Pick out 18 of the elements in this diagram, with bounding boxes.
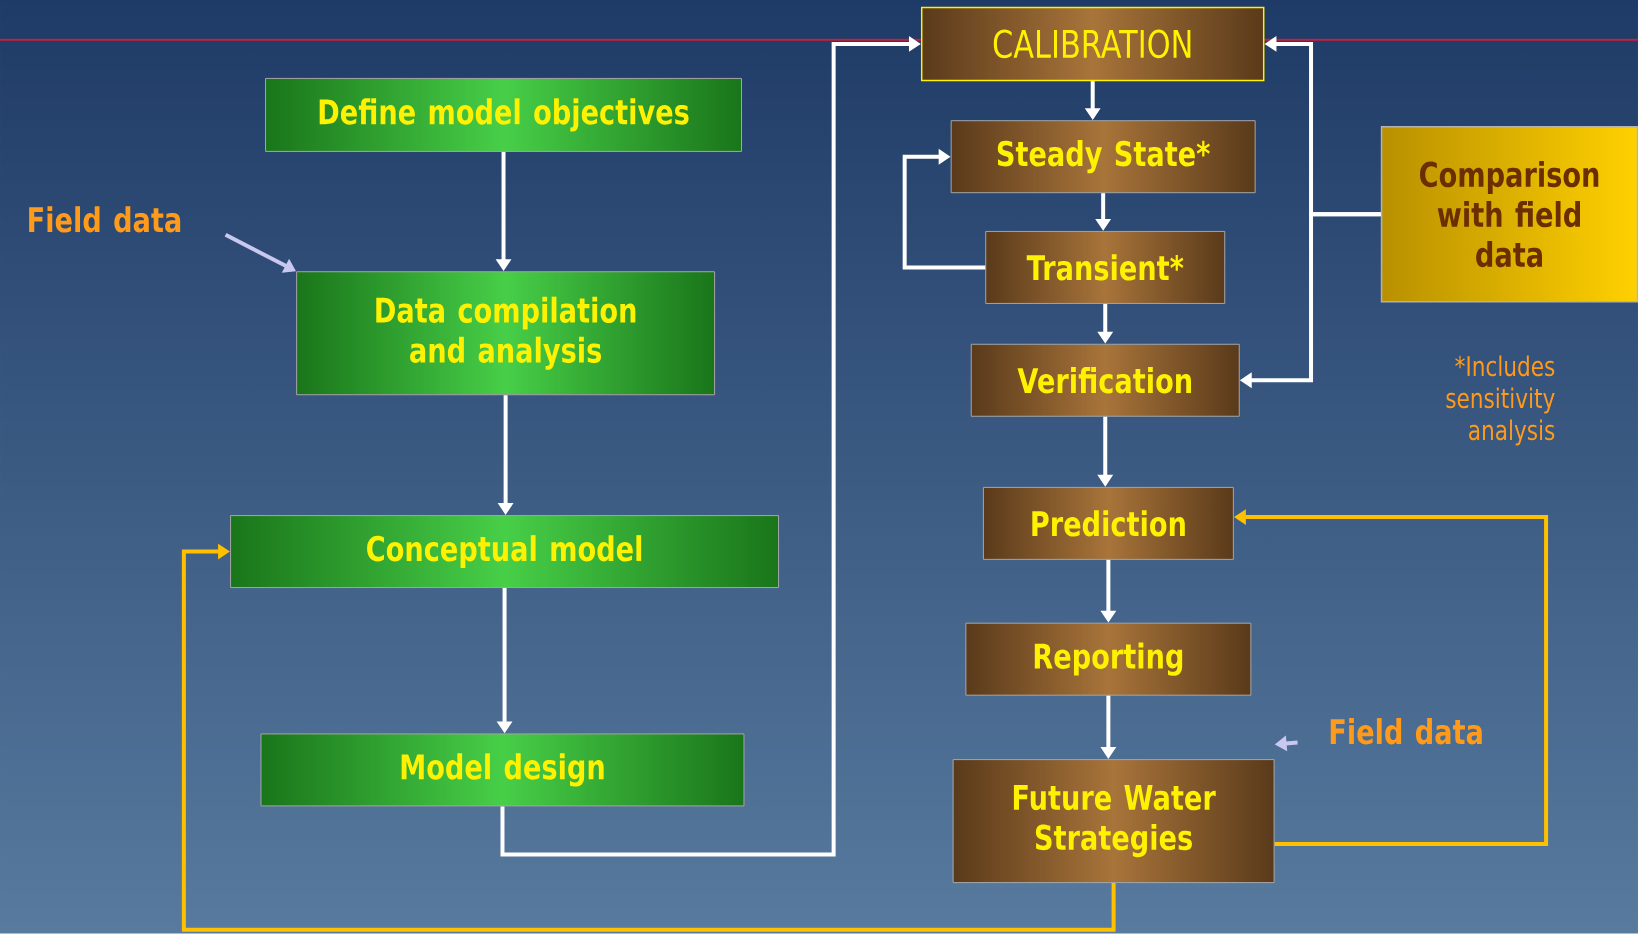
process-box: Future Water Strategies <box>952 759 1275 884</box>
process-box: Steady State* <box>950 120 1256 194</box>
process-box: Verification <box>970 343 1240 417</box>
process-box: Reporting <box>965 622 1252 696</box>
field-data-text: Field data <box>1330 718 1482 745</box>
arrow <box>902 148 986 270</box>
field-data-text: Field data <box>29 206 181 233</box>
arrow <box>181 543 1116 932</box>
arrow <box>224 233 296 273</box>
process-box: Model design <box>260 733 745 807</box>
process-box: Prediction <box>982 486 1234 560</box>
process-box: Transient* <box>985 231 1226 304</box>
comparison-box: Comparison with field data <box>1380 125 1638 303</box>
note-text: *Includes sensitivity analysis <box>1446 355 1555 446</box>
process-box: Define model objectives <box>265 77 742 152</box>
process-box: Data compilation and analysis <box>296 271 716 396</box>
calibration-box: CALIBRATION <box>920 6 1265 82</box>
process-box: Conceptual model <box>230 515 780 589</box>
